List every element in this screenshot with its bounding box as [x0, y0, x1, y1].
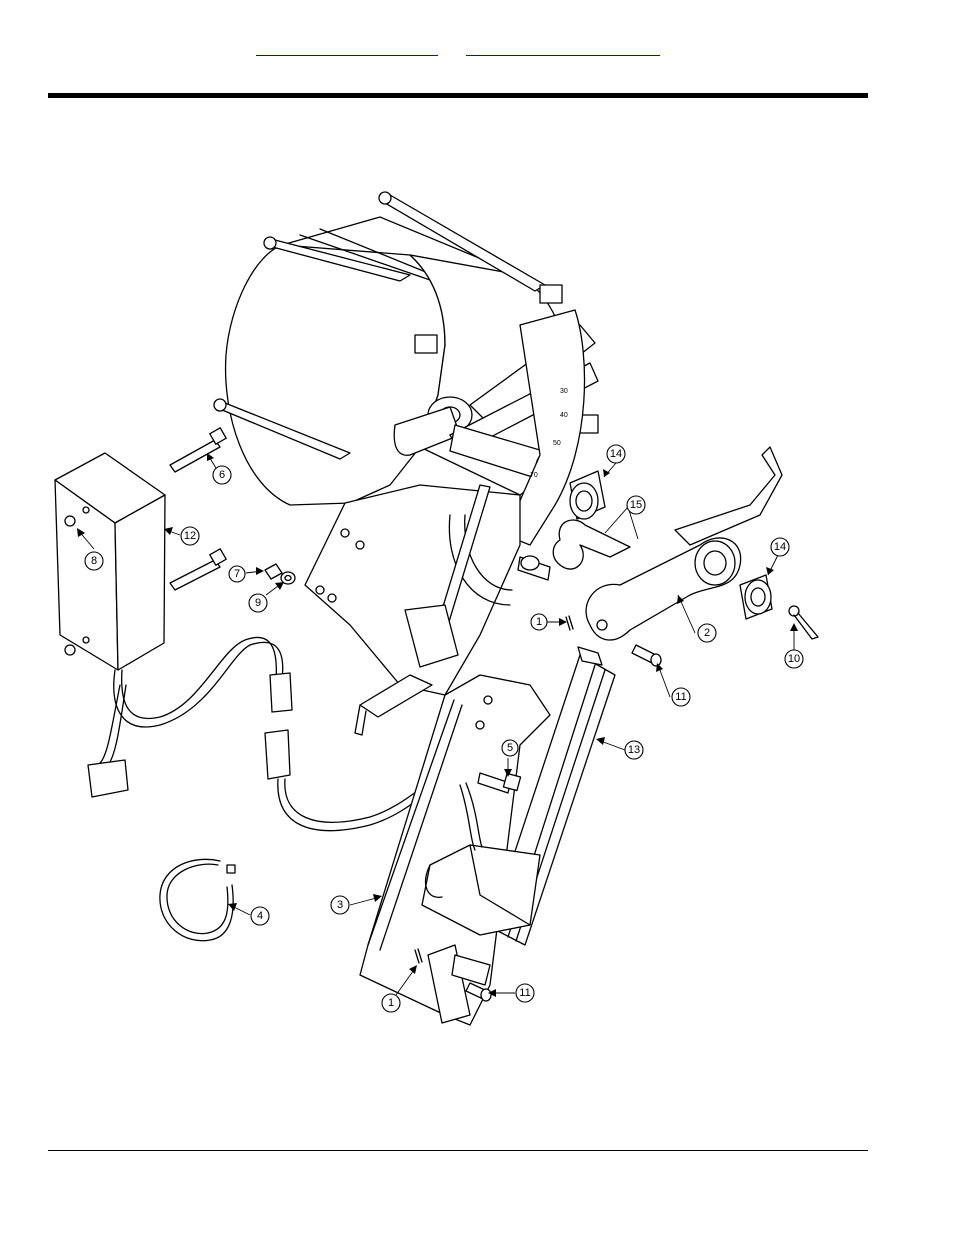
dial-mark-70: 70 [530, 472, 538, 479]
callout-1-right: 1 [530, 613, 548, 631]
callout-6: 6 [212, 465, 232, 485]
callout-7: 7 [228, 565, 246, 583]
control-box [54, 452, 461, 832]
svg-text:1: 1 [536, 616, 542, 628]
svg-text:3: 3 [337, 899, 343, 911]
svg-text:10: 10 [788, 653, 800, 665]
svg-text:8: 8 [91, 555, 97, 567]
callout-14-top: 14 [606, 444, 626, 464]
callout-3: 3 [330, 895, 350, 915]
callout-14-right: 14 [770, 537, 790, 557]
svg-text:12: 12 [184, 530, 196, 542]
footer-rule [48, 1150, 868, 1151]
svg-text:4: 4 [257, 910, 263, 922]
sensor-bracket [359, 646, 616, 1026]
header-link-2[interactable] [466, 43, 660, 56]
callout-5: 5 [501, 739, 519, 757]
svg-text:9: 9 [255, 597, 261, 609]
dial-mark-40: 40 [560, 412, 568, 419]
callout-13: 13 [624, 740, 644, 760]
seed-meter-assembly: 30 40 50 70 80 90 [213, 191, 599, 736]
callout-8: 8 [84, 551, 104, 571]
callout-10: 10 [784, 649, 804, 669]
svg-text:6: 6 [219, 469, 225, 481]
parts-diagram: 30 40 50 70 80 90 [50, 185, 828, 1031]
callout-12: 12 [180, 526, 200, 546]
svg-text:7: 7 [234, 568, 240, 580]
svg-text:14: 14 [610, 448, 622, 460]
svg-text:11: 11 [519, 987, 530, 999]
svg-text:2: 2 [704, 627, 710, 639]
svg-text:5: 5 [507, 742, 513, 754]
svg-text:1: 1 [388, 997, 394, 1009]
parts-diagram-svg: 30 40 50 70 80 90 [54, 191, 819, 1026]
callout-9: 9 [248, 593, 268, 613]
callout-1-lower: 1 [381, 993, 401, 1013]
callout-11-lower: 11 [515, 983, 535, 1003]
bolt-group [169, 427, 296, 591]
header-link-1[interactable] [256, 43, 438, 56]
dial-mark-50: 50 [553, 440, 561, 447]
callout-2: 2 [697, 623, 717, 643]
header-rule [48, 93, 868, 98]
callout-11-upper: 11 [671, 687, 691, 707]
svg-text:11: 11 [675, 691, 686, 703]
svg-text:15: 15 [630, 499, 642, 511]
lift-arm [552, 446, 819, 667]
leader-lines [77, 453, 798, 997]
svg-text:14: 14 [774, 541, 786, 553]
callout-4: 4 [250, 906, 270, 926]
cable-tie [159, 858, 236, 942]
dial-mark-30: 30 [560, 388, 568, 395]
svg-text:13: 13 [628, 744, 640, 756]
callout-15: 15 [626, 495, 646, 515]
